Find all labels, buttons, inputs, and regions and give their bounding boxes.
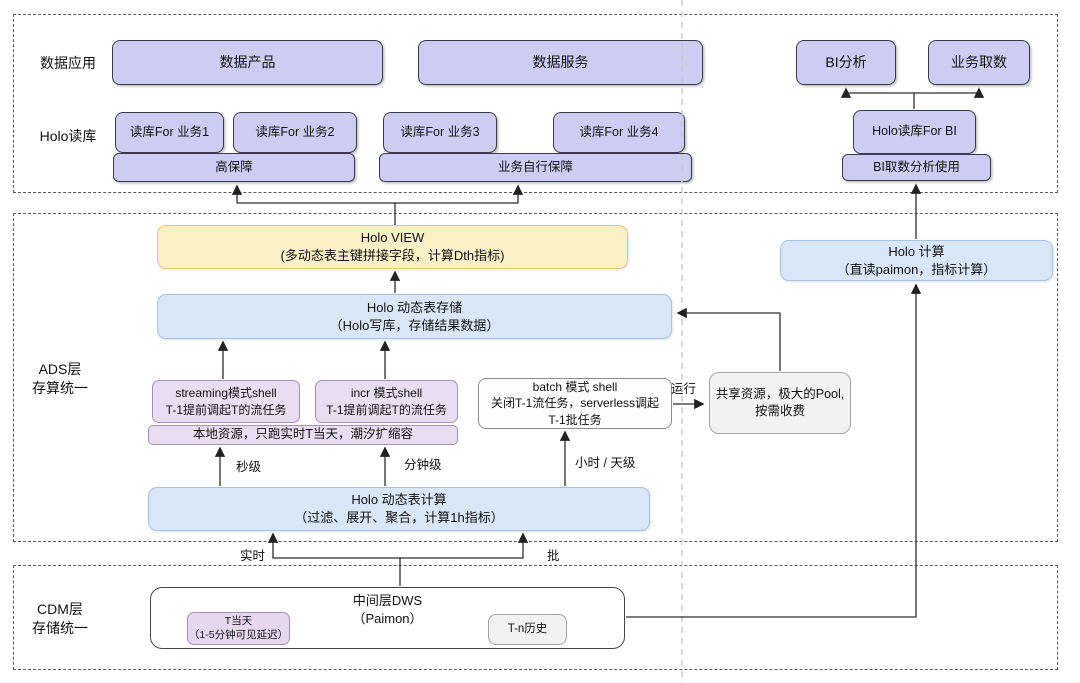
node-streaming-shell: streaming模式shell T-1提前调起T的流任务 (152, 380, 300, 423)
node-bi-analysis: BI分析 (796, 40, 896, 85)
edge-label-hours: 小时 / 天级 (575, 456, 636, 470)
node-holo-view: Holo VIEW (多动态表主键拼接字段，计算Dth指标) (157, 225, 628, 269)
bar-high-guarantee: 高保障 (113, 153, 355, 182)
edge-label-seconds: 秒级 (236, 460, 262, 474)
bar-local-resource: 本地资源，只跑实时T当天，潮汐扩缩容 (148, 425, 458, 445)
row-label-holo-read: Holo读库 (39, 128, 97, 144)
node-dyn-table-calc: Holo 动态表计算 （过滤、展开、聚合，计算1h指标） (148, 487, 650, 531)
node-read-db-3: 读库For 业务3 (383, 112, 497, 153)
node-biz-fetch: 业务取数 (928, 40, 1030, 85)
node-read-db-1: 读库For 业务1 (115, 112, 224, 153)
bar-self-guarantee: 业务自行保障 (379, 153, 692, 182)
edge-label-minutes: 分钟级 (404, 458, 442, 472)
node-incr-shell: incr 模式shell T-1提前调起T的流任务 (315, 380, 458, 423)
node-t-today: T当天 （1-5分钟可见延迟） (187, 612, 290, 645)
node-t-history: T-n历史 (488, 614, 567, 645)
edge-label-run: 运行 (671, 382, 697, 396)
node-data-service: 数据服务 (418, 40, 703, 85)
edge-label-realtime: 实时 (240, 549, 266, 563)
node-dyn-table-store: Holo 动态表存储 （Holo写库，存储结果数据） (157, 294, 672, 339)
edge-label-batch: 批 (547, 549, 560, 563)
node-read-db-2: 读库For 业务2 (233, 112, 357, 153)
node-batch-shell: batch 模式 shell 关闭T-1流任务，serverless调起 T-1… (478, 378, 672, 429)
cdm-section-label: CDM层 存储统一 (32, 601, 88, 636)
node-read-db-4: 读库For 业务4 (553, 112, 685, 153)
cdm-section-frame (13, 565, 1058, 670)
ads-section-label: ADS层 存算统一 (32, 361, 88, 396)
ads-section-frame (13, 213, 1058, 542)
node-data-product: 数据产品 (112, 40, 383, 85)
top-section-frame (13, 14, 1058, 193)
bar-bi-usage: BI取数分析使用 (842, 154, 991, 181)
row-label-data-app: 数据应用 (40, 55, 96, 71)
node-holo-calc: Holo 计算 （直读paimon，指标计算） (780, 240, 1053, 281)
node-shared-pool: 共享资源，极大的Pool, 按需收费 (709, 372, 851, 434)
node-read-db-bi: Holo读库For BI (853, 110, 976, 154)
